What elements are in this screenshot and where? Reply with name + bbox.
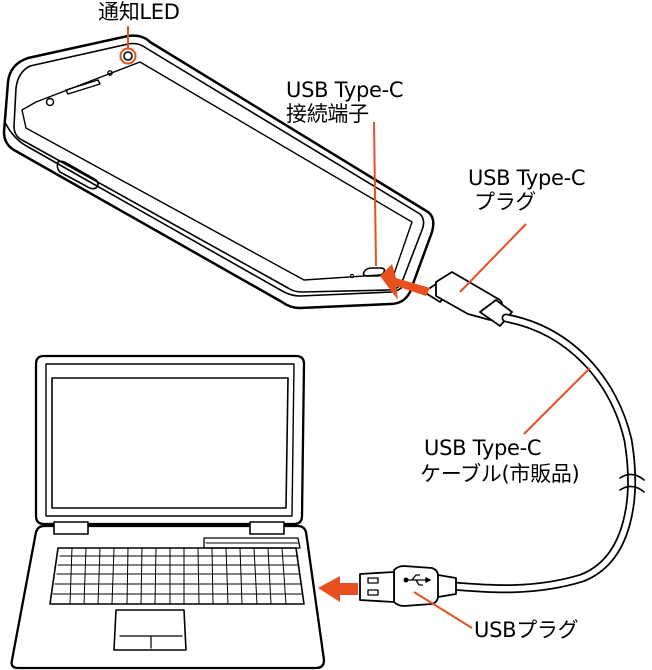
usb-a-plug-housing xyxy=(393,565,439,607)
laptop-speaker-grille xyxy=(203,537,301,549)
leader-usb-plug xyxy=(413,591,473,629)
laptop-keyboard-keys xyxy=(52,547,304,605)
leader-port xyxy=(373,121,377,267)
laptop-hinge-left xyxy=(53,521,89,535)
laptop-hinge-right xyxy=(249,521,285,535)
usb-a-contact-slot-1 xyxy=(367,577,379,584)
usb-c-plug xyxy=(423,271,513,327)
earpiece xyxy=(65,79,101,95)
label-usb-c-port-line2: 接続端子 xyxy=(286,102,369,126)
laptop-screen xyxy=(51,377,289,509)
usb-trident-icon xyxy=(403,574,432,586)
phone-bezel xyxy=(13,42,425,293)
label-usb-c-port-line1: USB Type-C xyxy=(286,78,404,102)
leader-cable xyxy=(523,367,591,435)
phone-side-edge xyxy=(5,123,407,297)
laptop-lid xyxy=(34,354,306,526)
smartphone xyxy=(2,34,435,310)
notification-led xyxy=(123,51,133,61)
proximity-sensor xyxy=(107,70,113,76)
leader-lines xyxy=(127,26,591,629)
label-usb-c-cable-line1: USB Type-C xyxy=(424,436,542,460)
label-usb-c-cable-line2: ケーブル(市販品) xyxy=(420,462,580,486)
laptop-base xyxy=(10,524,326,670)
laptop-lid-inner-edge xyxy=(45,363,295,517)
usb-a-contact-slot-2 xyxy=(367,589,379,596)
label-usb-plug: USBプラグ xyxy=(474,618,579,642)
phone-frame xyxy=(2,34,435,310)
phone-display xyxy=(21,61,413,281)
cable-core xyxy=(449,315,635,592)
label-usb-c-plug-line1: USB Type-C xyxy=(468,166,586,190)
front-camera xyxy=(45,97,55,107)
laptop-keyboard xyxy=(49,547,305,605)
laptop xyxy=(10,354,326,670)
arrow-to-phone xyxy=(380,264,430,300)
insert-arrow-icon xyxy=(318,264,430,602)
laptop-touchpad xyxy=(113,609,187,651)
side-button xyxy=(56,160,99,190)
usb-cable xyxy=(447,313,645,594)
arrow-to-laptop xyxy=(318,576,358,602)
microphone-hole xyxy=(349,273,355,279)
usb-a-metal-connector xyxy=(359,571,395,603)
usb-a-plug xyxy=(359,565,457,607)
led-highlight-ring xyxy=(119,47,137,65)
label-notification-led: 通知LED xyxy=(98,0,180,24)
leader-usb-c-plug xyxy=(459,223,527,293)
cable-break-bottom xyxy=(619,485,645,493)
label-usb-c-plug-line2: プラグ xyxy=(474,190,537,214)
cable-break-top xyxy=(619,473,645,481)
